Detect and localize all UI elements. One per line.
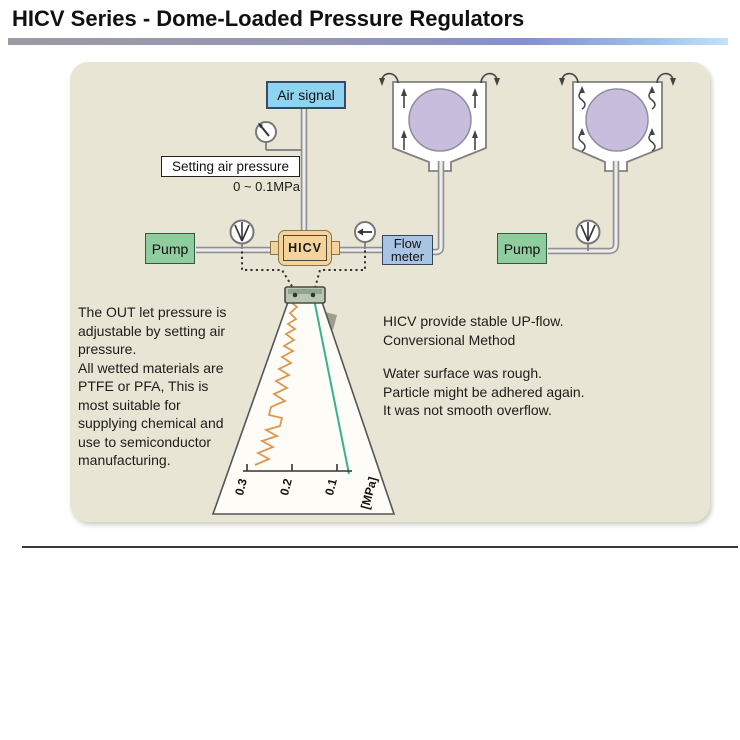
overflow-arrow-icon — [379, 72, 500, 86]
setting-pressure-gauge-icon — [255, 121, 302, 151]
recorder-signal-lines — [241, 245, 366, 289]
recorder-head — [284, 286, 326, 304]
valve-flange-right — [331, 241, 340, 255]
wavy-arrow-icon — [578, 86, 656, 152]
trace-stable — [312, 293, 350, 475]
trace-rough — [254, 295, 299, 466]
air-signal-box: Air signal — [266, 81, 346, 109]
pen-dot — [310, 292, 316, 298]
wafer-circle — [585, 88, 649, 152]
conventional-tank — [559, 72, 676, 172]
outlet-gauge-icon — [354, 221, 376, 249]
hicv-valve: HICV — [278, 230, 332, 266]
bottom-divider — [22, 546, 738, 548]
flow-meter-box: Flow meter — [382, 235, 433, 265]
pump-gauge-icon-right — [575, 219, 601, 251]
overflow-arrow-icon — [559, 72, 676, 86]
pressure-range-text: 0 ~ 0.1MPa — [233, 179, 300, 194]
diagram-graphics — [196, 72, 676, 515]
setting-air-pressure-label: Setting air pressure — [161, 156, 300, 177]
title-accent-bar — [8, 38, 728, 45]
hicv-valve-label: HICV — [283, 235, 327, 261]
pump-gauge-icon — [229, 219, 255, 249]
left-description-note: The OUT let pressure is adjustable by se… — [78, 304, 227, 468]
pen-dot — [292, 292, 298, 298]
recorder-chart — [211, 286, 396, 515]
upflow-note: HICV provide stable UP-flow. Conversiona… — [383, 313, 564, 348]
page-title: HICV Series - Dome-Loaded Pressure Regul… — [12, 6, 525, 31]
pump-box-right: Pump — [497, 233, 547, 264]
upflow-tank — [379, 72, 500, 172]
valve-flange-left — [270, 241, 279, 255]
pump-box-left: Pump — [145, 233, 195, 264]
conventional-note: Water surface was rough. Particle might … — [383, 365, 585, 418]
diagram-panel: Air signal Setting air pressure 0 ~ 0.1M… — [70, 62, 710, 522]
pipes — [196, 108, 620, 256]
up-arrow-icon — [401, 88, 478, 150]
wafer-circle — [408, 88, 472, 152]
chart-axis — [243, 464, 352, 472]
